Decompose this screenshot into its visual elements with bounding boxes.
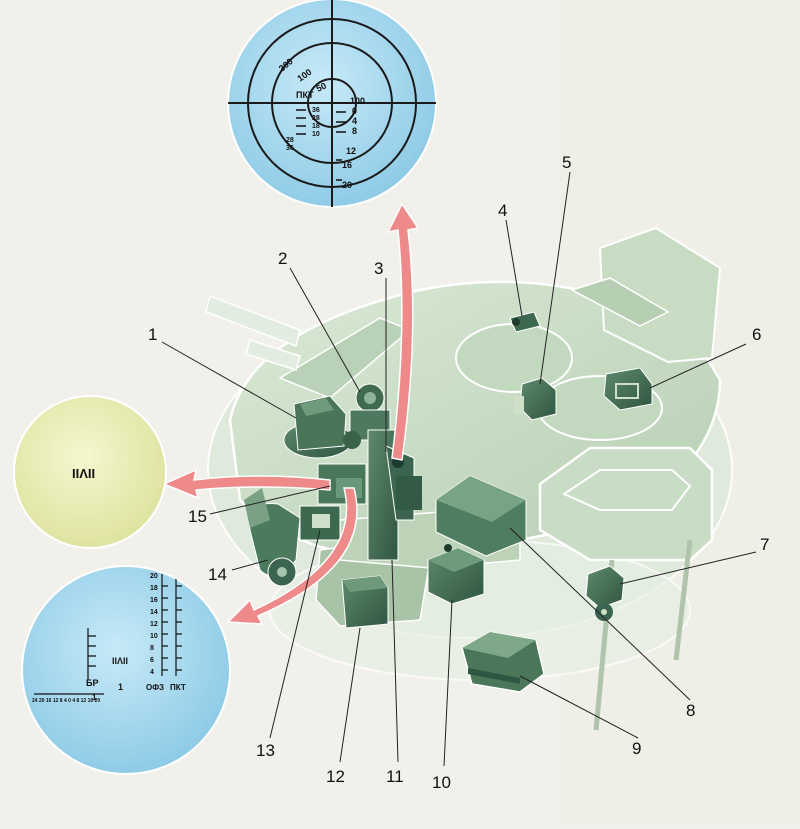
top-reticle-inner-28: 28 bbox=[312, 115, 320, 122]
bottom-reticle-br-label: БР bbox=[86, 678, 98, 688]
callout-15: 15 bbox=[188, 507, 207, 526]
scale-digit-14: 14 bbox=[150, 609, 158, 616]
arrow-to-top-reticle bbox=[386, 202, 420, 461]
arrow-to-middle-reticle bbox=[162, 468, 331, 500]
top-reticle-left-36: 36 bbox=[286, 145, 294, 152]
scale-digit-16: 16 bbox=[150, 597, 158, 604]
item-6-box bbox=[603, 367, 653, 411]
item-8-box bbox=[435, 475, 527, 557]
bottom-reticle-bottom-row: 24 20 16 12 8 4 0 4 8 12 16 20 bbox=[32, 698, 100, 704]
callout-12: 12 bbox=[326, 767, 345, 786]
middle-reticle-mark: IIΛII bbox=[72, 466, 95, 481]
callout-14: 14 bbox=[208, 565, 227, 584]
callout-2: 2 bbox=[278, 249, 288, 268]
middle-reticle: IIΛII bbox=[13, 395, 167, 549]
bottom-reticle-mid-mark: IIΛII bbox=[112, 656, 128, 666]
bottom-reticle-ofz-label: ОФЗ bbox=[146, 683, 164, 692]
top-reticle-inner-10: 10 bbox=[312, 131, 320, 138]
callout-4: 4 bbox=[498, 201, 508, 220]
bottom-reticle-pkt-label: ПКТ bbox=[170, 683, 186, 692]
bottom-reticle-right-scale: 20 18 16 14 12 10 8 6 4 bbox=[150, 573, 158, 676]
item-5-device bbox=[514, 377, 557, 421]
top-reticle-scale-4: 4 bbox=[352, 116, 357, 126]
sight-arrows bbox=[162, 202, 420, 625]
top-reticle-scale-20: 20 bbox=[342, 180, 352, 190]
top-reticle-left-28: 28 bbox=[286, 137, 294, 144]
callout-8: 8 bbox=[686, 701, 696, 720]
top-reticle-inner-36: 36 bbox=[312, 107, 320, 114]
top-reticle-scale-12: 12 bbox=[346, 146, 356, 156]
callout-3: 3 bbox=[374, 259, 384, 278]
top-reticle: ПКТ 300 100 50 36 28 18 10 100 0 4 8 12 … bbox=[227, 0, 437, 208]
top-reticle-scale-0: 0 bbox=[352, 106, 357, 116]
item-12-box bbox=[341, 575, 389, 629]
bottom-reticle-left-number: 1 bbox=[92, 693, 97, 702]
leader-lines bbox=[161, 171, 757, 767]
callout-7: 7 bbox=[760, 535, 770, 554]
top-reticle-scale-100: 100 bbox=[350, 96, 365, 106]
callout-6: 6 bbox=[752, 325, 762, 344]
bottom-reticle-mid-number: 1 bbox=[118, 682, 123, 692]
item-2-eyepiece bbox=[343, 383, 391, 449]
scale-digit-20: 20 bbox=[150, 573, 158, 580]
top-reticle-scale-8: 8 bbox=[352, 126, 357, 136]
top-reticle-arc-50: 50 bbox=[315, 81, 328, 94]
scale-digit-18: 18 bbox=[150, 585, 158, 592]
scale-digit-6: 6 bbox=[150, 657, 154, 664]
callout-11: 11 bbox=[386, 767, 404, 786]
item-4-device bbox=[509, 311, 541, 333]
top-reticle-scale-16: 16 bbox=[342, 160, 352, 170]
scale-digit-4: 4 bbox=[150, 669, 154, 676]
item-9-battery bbox=[461, 631, 545, 693]
item-1-sight bbox=[283, 395, 353, 459]
callout-5: 5 bbox=[562, 153, 572, 172]
item-10-unit bbox=[427, 544, 485, 605]
item-7-fan bbox=[585, 565, 625, 621]
top-reticle-inner-18: 18 bbox=[312, 123, 320, 130]
bottom-reticle: 20 18 16 14 12 10 8 6 4 bbox=[21, 565, 231, 775]
callout-9: 9 bbox=[632, 739, 642, 758]
scale-digit-8: 8 bbox=[150, 645, 154, 652]
callout-13: 13 bbox=[256, 741, 275, 760]
arrow-to-bottom-reticle bbox=[226, 487, 358, 625]
item-14-handwheel bbox=[244, 488, 301, 587]
callout-1: 1 bbox=[148, 325, 158, 344]
top-reticle-pkt-label: ПКТ bbox=[296, 90, 314, 100]
scale-digit-12: 12 bbox=[150, 621, 158, 628]
scale-digit-10: 10 bbox=[150, 633, 158, 640]
callout-10: 10 bbox=[432, 773, 451, 792]
